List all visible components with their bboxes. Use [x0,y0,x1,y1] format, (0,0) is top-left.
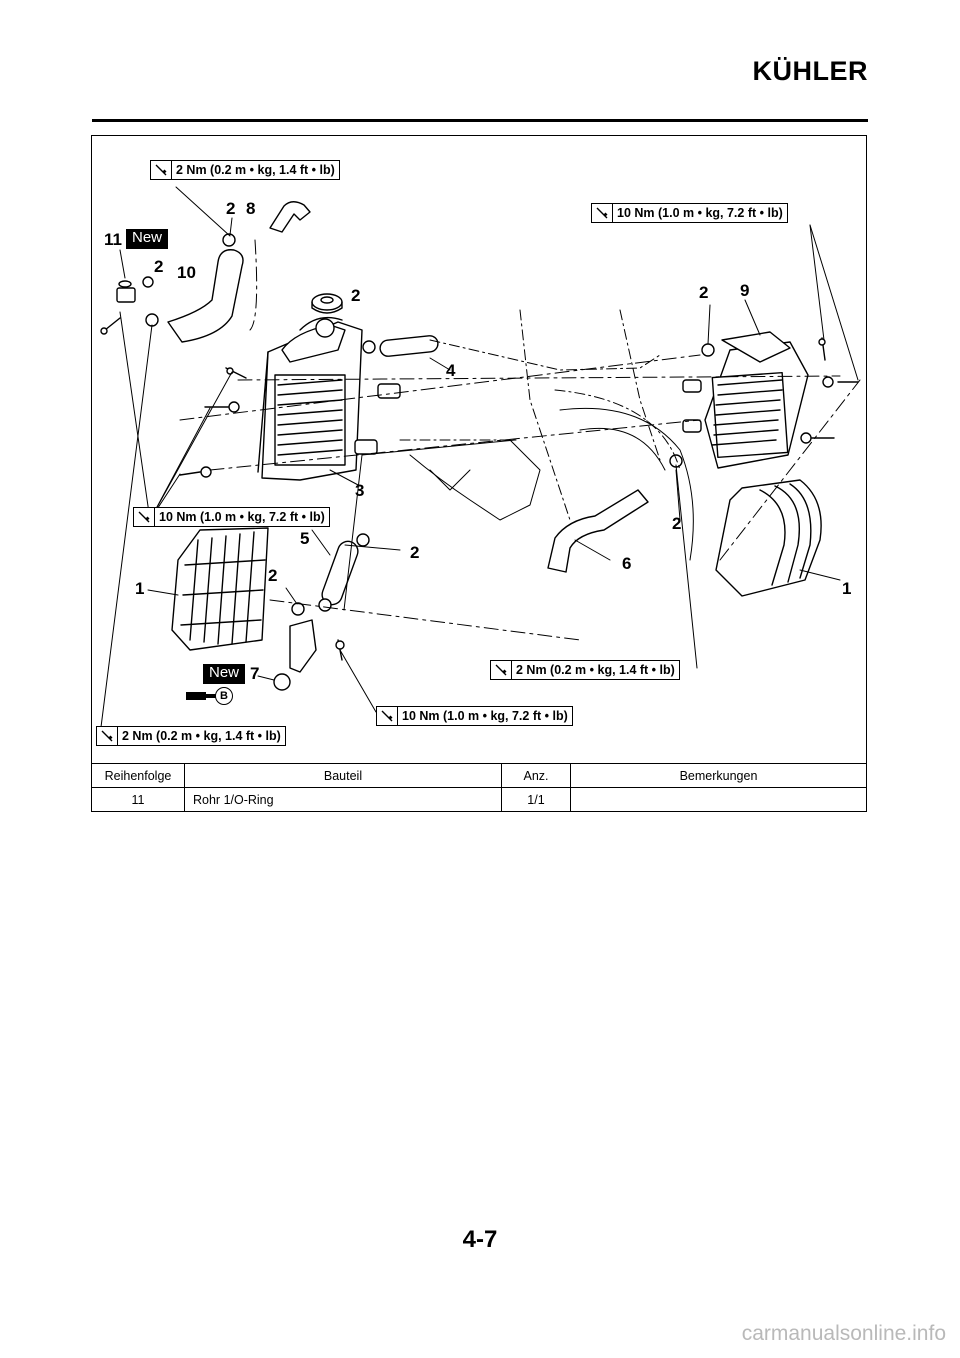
table-header-row: Reihenfolge Bauteil Anz. Bemerkungen [91,763,867,788]
table-row: 11 Rohr 1/O-Ring 1/1 [91,787,867,812]
torque-wrench-icon [97,727,118,745]
callout-3: 3 [355,481,365,500]
torque-spec-mid-left: 10 Nm (1.0 m • kg, 7.2 ft • lb) [133,507,330,527]
engine-outline [409,407,694,561]
parts-table: Reihenfolge Bauteil Anz. Bemerkungen 11 … [91,763,867,812]
fasteners [100,233,859,691]
new-part-badge: New [126,229,169,249]
callout-2: 2 [699,283,709,302]
radiator-hoses [167,201,649,673]
callout-10: 10 [177,263,196,282]
callout-9: 9 [740,281,750,300]
cell-qty: 1/1 [501,787,571,812]
frame-outline [399,309,681,521]
column-header-part: Bauteil [184,763,502,788]
callout-2: 2 [672,514,682,533]
callout-1: 1 [842,579,852,598]
leader-lines [99,186,859,736]
torque-spec-bottom-mid: 10 Nm (1.0 m • kg, 7.2 ft • lb) [376,706,573,726]
callout-5: 5 [300,529,310,548]
column-header-order: Reihenfolge [91,763,185,788]
assembly-lines [179,239,861,641]
watermark: carmanualsonline.info [741,1322,946,1345]
radiator-cap [311,293,343,314]
right-radiator [704,331,809,469]
torque-value: 10 Nm (1.0 m • kg, 7.2 ft • lb) [617,206,783,220]
torque-value: 10 Nm (1.0 m • kg, 7.2 ft • lb) [402,709,568,723]
callout-8: 8 [246,199,256,218]
callout-6: 6 [622,554,632,573]
callout-7: 7 [250,664,260,683]
torque-spec-top-left: 2 Nm (0.2 m • kg, 1.4 ft • lb) [150,160,340,180]
cell-part: Rohr 1/O-Ring [184,787,502,812]
torque-spec-bottom-left: 2 Nm (0.2 m • kg, 1.4 ft • lb) [96,726,286,746]
title-rule [92,119,868,122]
torque-value: 2 Nm (0.2 m • kg, 1.4 ft • lb) [516,663,675,677]
column-header-remarks: Bemerkungen [570,763,867,788]
grease-icon [186,692,224,700]
torque-wrench-icon [134,508,155,526]
new-part-badge: New [203,664,246,684]
sealant-b-badge: B [215,687,233,705]
cell-order: 11 [91,787,185,812]
torque-spec-top-right: 10 Nm (1.0 m • kg, 7.2 ft • lb) [591,203,788,223]
right-radiator-guard [715,479,822,597]
callout-2: 2 [226,199,236,218]
cell-remarks [570,787,867,812]
torque-wrench-icon [592,204,613,222]
torque-value: 10 Nm (1.0 m • kg, 7.2 ft • lb) [159,510,325,524]
callout-2: 2 [410,543,420,562]
torque-value: 2 Nm (0.2 m • kg, 1.4 ft • lb) [176,163,335,177]
callout-2: 2 [351,286,361,305]
page-title: KÜHLER [752,56,868,86]
torque-wrench-icon [491,661,512,679]
diagram-frame [91,135,867,812]
torque-wrench-icon [377,707,398,725]
torque-value: 2 Nm (0.2 m • kg, 1.4 ft • lb) [122,729,281,743]
left-radiator-guard [171,527,269,651]
page-number: 4-7 [462,1226,498,1253]
callout-2: 2 [154,257,164,276]
callout-1: 1 [135,579,145,598]
callout-11: 11 [104,230,122,249]
callout-4: 4 [446,361,456,380]
callout-2: 2 [268,566,278,585]
torque-wrench-icon [151,161,172,179]
torque-spec-mid-right: 2 Nm (0.2 m • kg, 1.4 ft • lb) [490,660,680,680]
column-header-qty: Anz. [501,763,571,788]
left-radiator [257,316,363,481]
